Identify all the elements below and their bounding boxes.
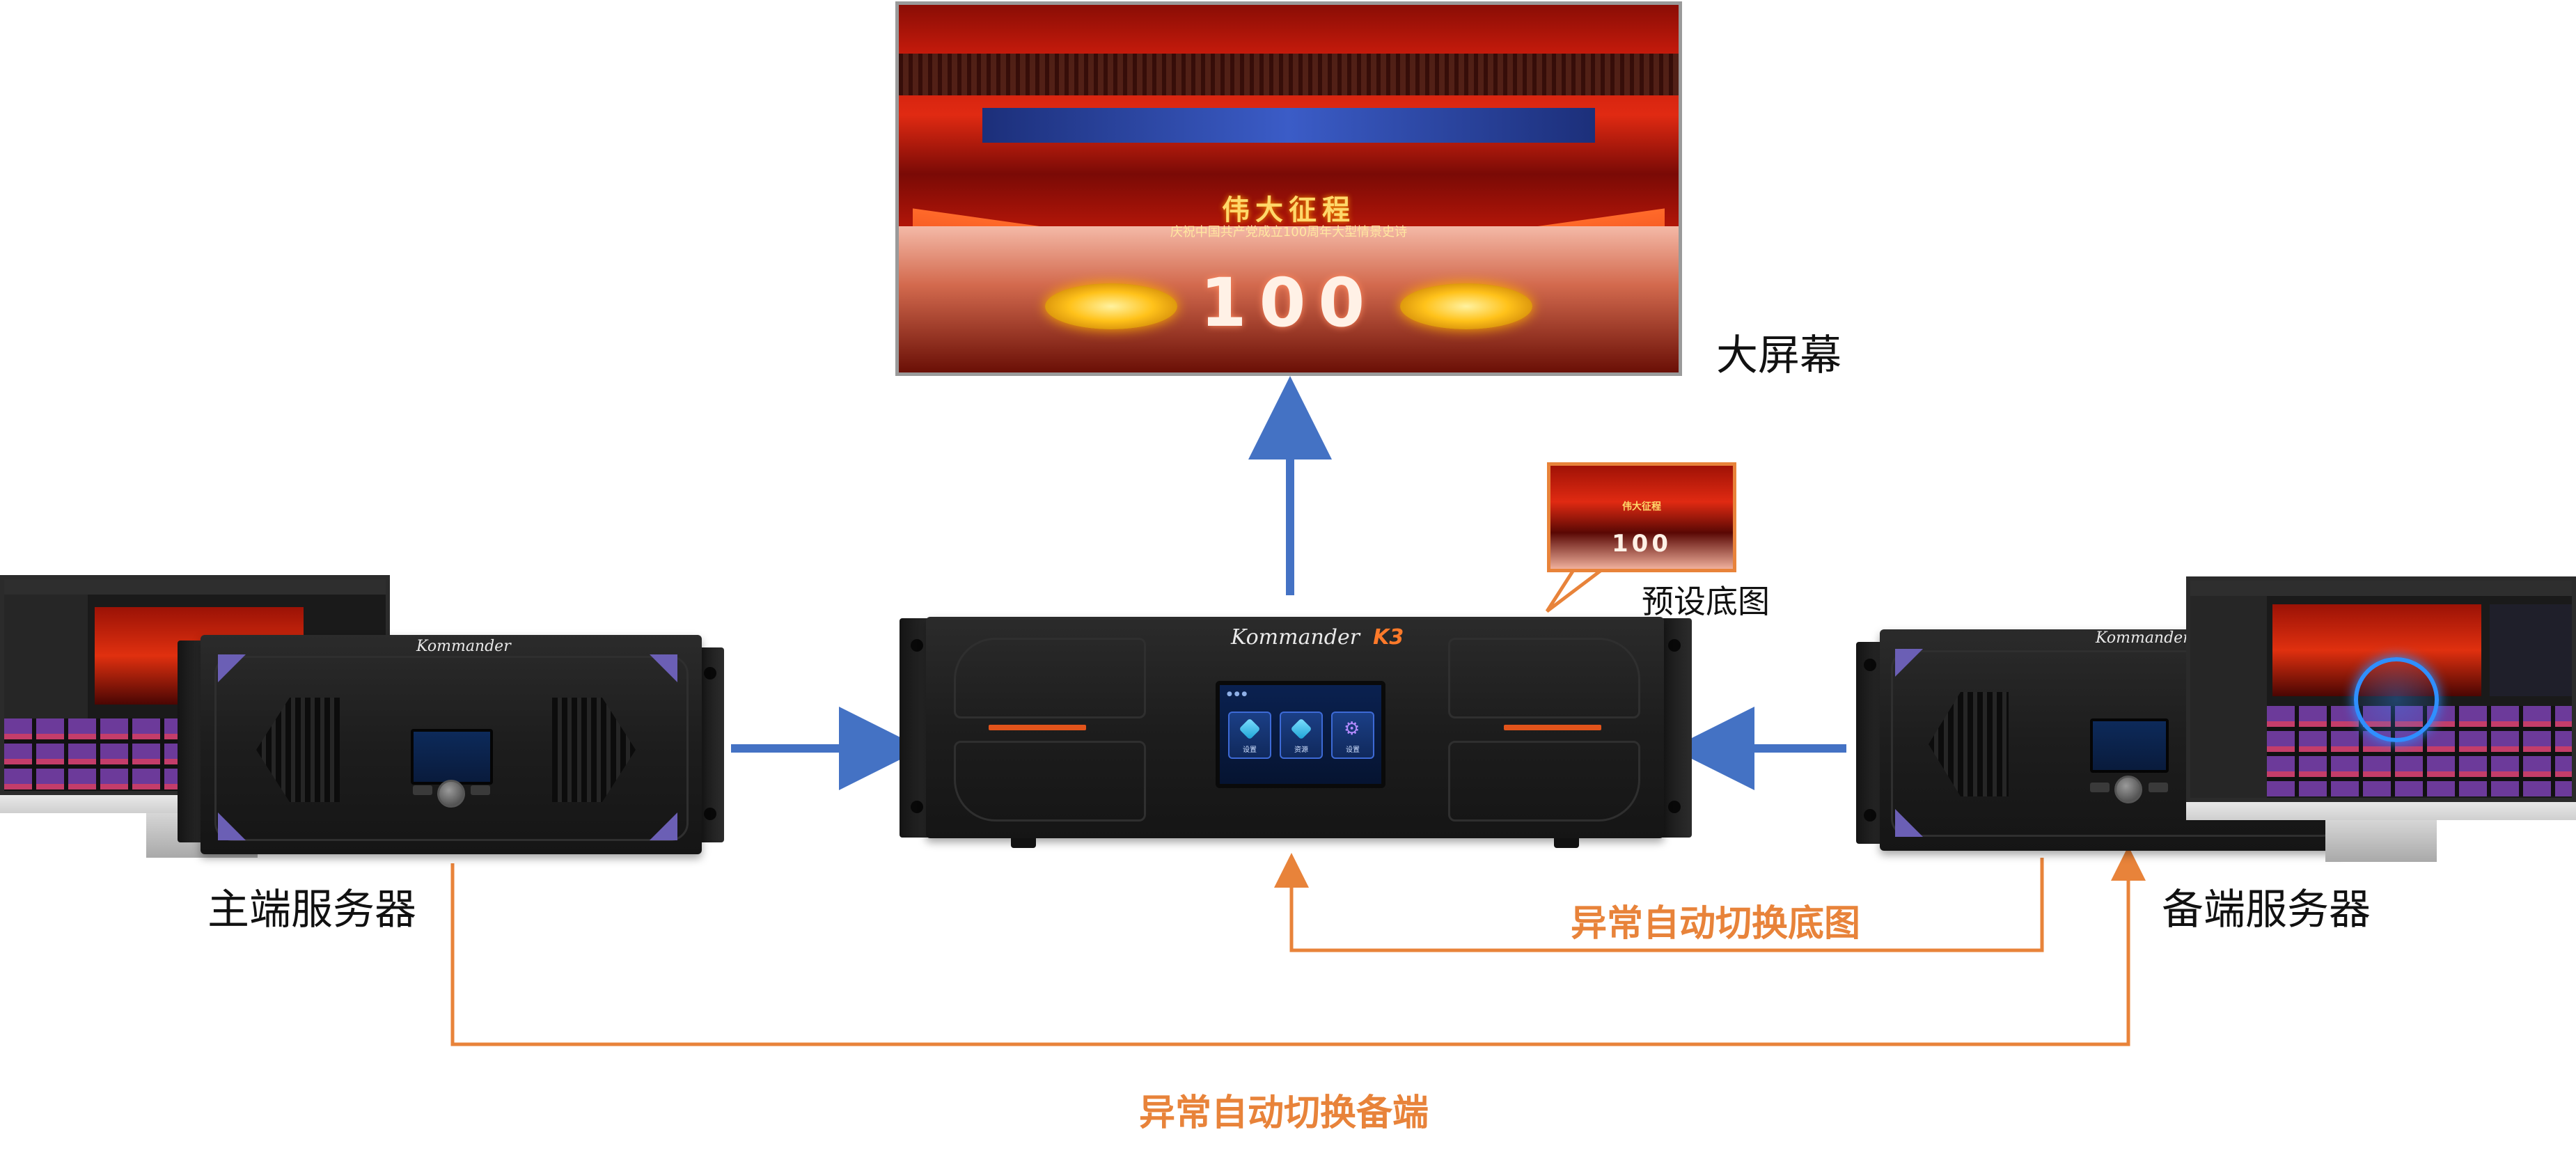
k3-chassis: Kommander K3 ● ● ● 设置 资源 ⚙ 设置	[926, 617, 1664, 848]
stage-backdrop	[982, 108, 1595, 143]
k3-tile-resources[interactable]: 资源	[1280, 712, 1323, 759]
front-button[interactable]	[2090, 783, 2110, 792]
label-preset-image: 预设底图	[1642, 583, 1770, 620]
screen-number: 100	[1200, 264, 1378, 342]
backup-monitor-screen	[2186, 576, 2576, 802]
k3-bezel-tr	[1448, 638, 1640, 718]
rack-hole	[1864, 809, 1876, 822]
preset-image-thumbnail: 伟大征程 100	[1547, 462, 1736, 572]
k3-foot	[1011, 838, 1036, 848]
k3-bezel-br	[1448, 741, 1640, 822]
primary-brand-logo: Kommander	[416, 638, 511, 655]
line-auto-switch-backup	[450, 846, 2146, 1046]
rack-hole	[1668, 639, 1681, 652]
k3-tile-label: 设置	[1346, 746, 1360, 754]
rack-hole	[1864, 659, 1876, 671]
thumb-number: 100	[1612, 530, 1672, 558]
gear-icon: ⚙	[1344, 718, 1360, 739]
k3-accent-left	[989, 725, 1086, 730]
k3-tile-label: 资源	[1294, 746, 1308, 754]
front-button[interactable]	[413, 785, 432, 795]
front-button[interactable]	[2149, 783, 2168, 792]
primary-server-chassis: Kommander	[201, 635, 702, 854]
switch-ring-icon	[2354, 657, 2439, 742]
backup-brand-logo: Kommander	[2096, 629, 2190, 647]
rack-hole	[911, 801, 923, 813]
screen-title: 伟大征程	[1222, 194, 1356, 226]
software-side-panel	[2190, 596, 2267, 798]
label-backup-server: 备端服务器	[2162, 886, 2371, 934]
flower-basket-right	[1400, 283, 1532, 329]
k3-brand: Kommander	[1231, 625, 1360, 650]
backup-monitor-stand	[2325, 820, 2437, 862]
k3-tile-label: 设置	[1243, 746, 1257, 754]
software-menubar	[2190, 581, 2572, 596]
primary-front-lcd	[411, 729, 493, 785]
k3-model: K3	[1373, 625, 1404, 650]
label-primary-server: 主端服务器	[207, 886, 416, 934]
corner-accent	[218, 812, 246, 840]
backup-rack-ear-left	[1856, 642, 1884, 844]
backup-front-lcd	[2090, 718, 2169, 773]
screen-subtitle: 庆祝中国共产党成立100周年大型情景史诗	[1170, 225, 1408, 239]
k3-bezel-tl	[954, 638, 1146, 718]
k3-tile-settings[interactable]: 设置	[1228, 712, 1271, 759]
k3-touch-screen[interactable]: ● ● ● 设置 资源 ⚙ 设置	[1216, 681, 1385, 788]
thumb-title: 伟大征程	[1622, 501, 1661, 512]
k3-logo: Kommander K3	[1231, 625, 1404, 650]
rack-hole	[704, 808, 716, 820]
rack-hole	[704, 667, 716, 679]
flower-basket-left	[1045, 283, 1177, 329]
rack-hole	[1668, 801, 1681, 813]
software-menubar	[4, 579, 386, 595]
cube-icon	[1290, 718, 1312, 740]
corner-accent	[218, 654, 246, 682]
backup-monitor-chin	[2186, 802, 2576, 820]
corner-accent	[650, 812, 677, 840]
corner-accent	[650, 654, 677, 682]
label-auto-switch-preset: 异常自动切换底图	[1571, 903, 1861, 945]
k3-bezel-bl	[954, 741, 1146, 822]
front-knob[interactable]	[2114, 776, 2142, 803]
k3-accent-right	[1504, 725, 1601, 730]
line-auto-switch-preset	[1274, 853, 2044, 952]
stage-floor	[899, 226, 1679, 372]
label-big-screen: 大屏幕	[1716, 331, 1841, 380]
chassis-bezel	[214, 656, 689, 841]
front-knob[interactable]	[437, 780, 465, 808]
big-screen-display: 伟大征程 庆祝中国共产党成立100周年大型情景史诗 100	[895, 1, 1682, 376]
front-button[interactable]	[471, 785, 490, 795]
k3-tile-gear[interactable]: ⚙ 设置	[1331, 712, 1374, 759]
corner-accent	[1895, 809, 1923, 837]
stage-truss	[899, 54, 1679, 95]
corner-accent	[1895, 649, 1923, 677]
label-auto-switch-backup: 异常自动切换备端	[1139, 1092, 1429, 1134]
cube-icon	[1239, 718, 1261, 740]
software-output-preview	[2490, 604, 2572, 696]
rack-hole	[911, 639, 923, 652]
k3-foot	[1554, 838, 1579, 848]
speech-callout-tail	[1545, 568, 1607, 613]
k3-lcd-status: ● ● ●	[1227, 691, 1248, 698]
